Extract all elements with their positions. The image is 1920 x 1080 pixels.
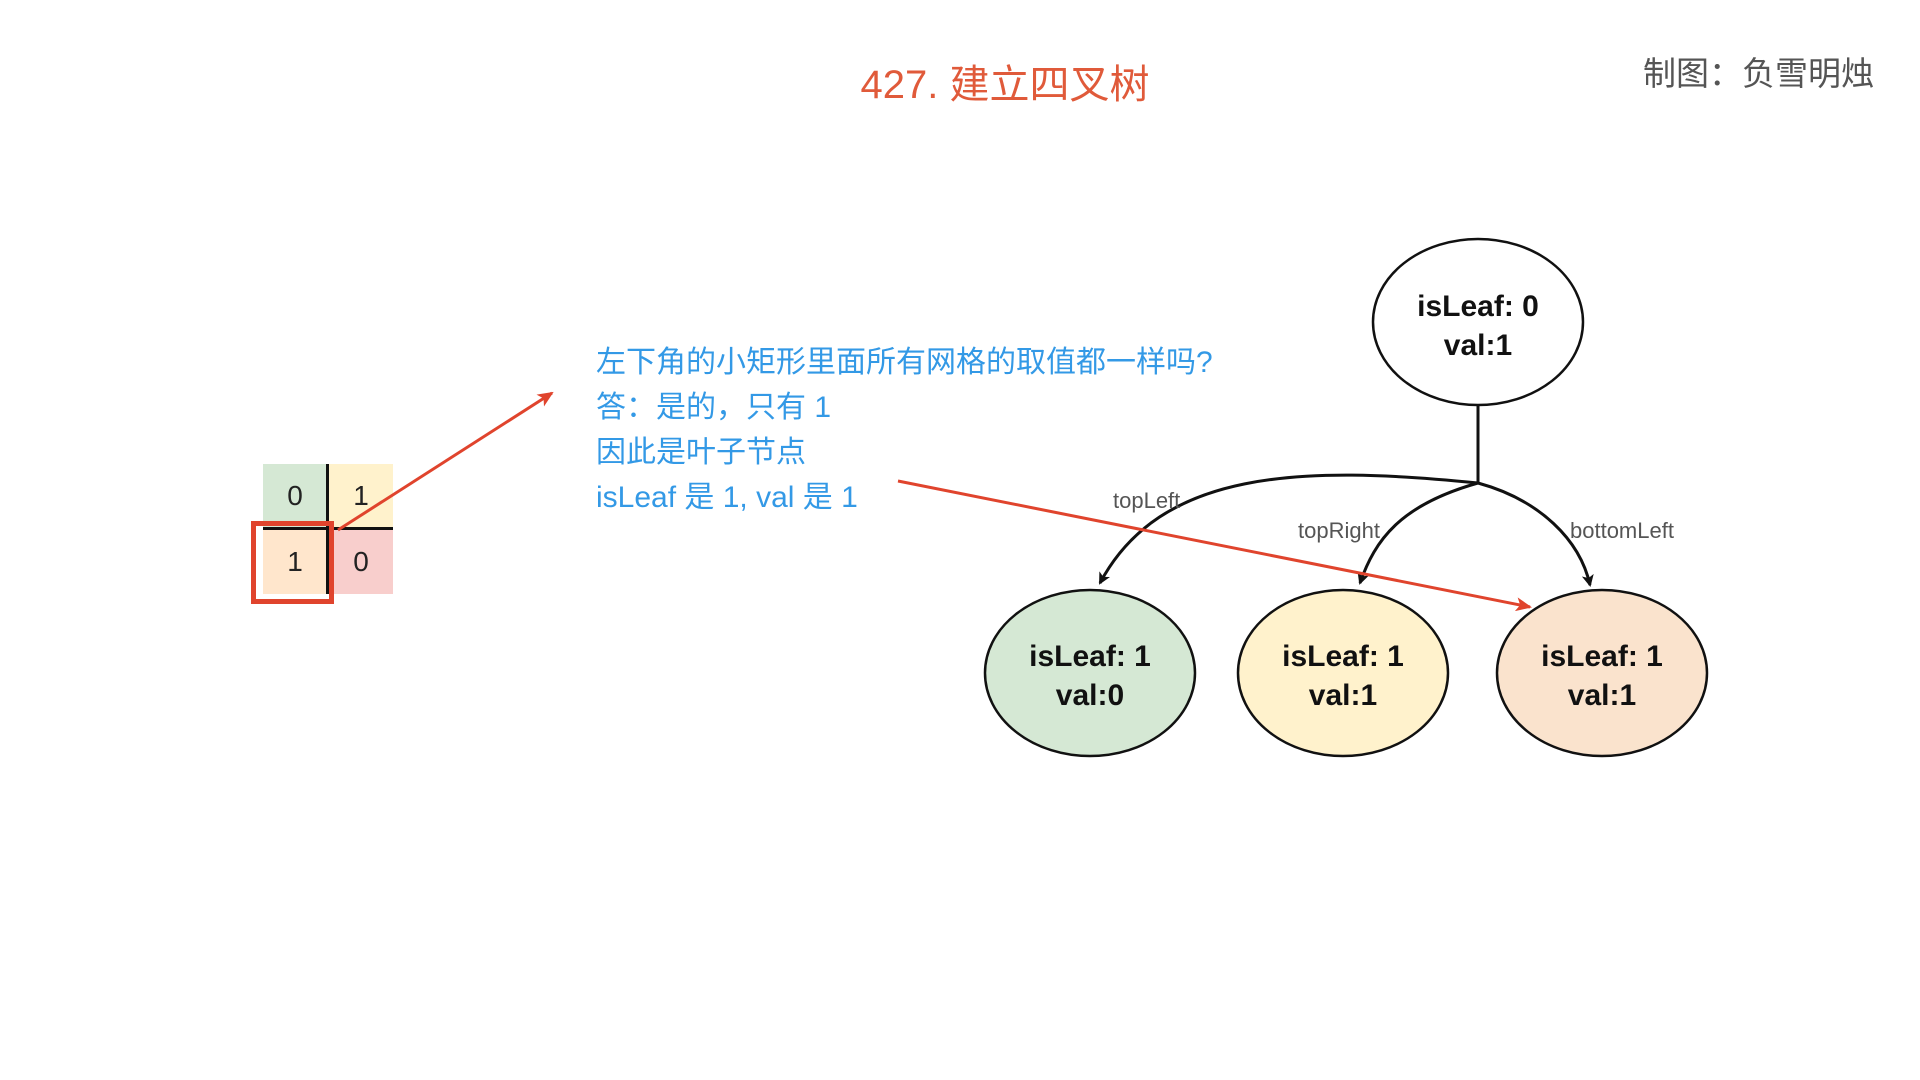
grid-cell-bottom-right: 0 <box>329 530 393 594</box>
edge-label-top-right: topRight <box>1298 518 1380 543</box>
edge-label-bottom-left: bottomLeft <box>1570 518 1674 543</box>
root-node-isleaf: isLeaf: 0 <box>1417 290 1539 323</box>
conclusion-line: 因此是叶子节点 <box>596 436 806 469</box>
question-line: 左下角的小矩形里面所有网格的取值都一样吗? <box>596 346 1213 379</box>
bottom-left-highlight-box <box>251 521 334 604</box>
edge-top-left <box>1098 473 1479 585</box>
grid-cell-top-right: 1 <box>329 464 393 528</box>
child-node-top-left-isleaf: isLeaf: 1 <box>1029 640 1151 673</box>
quad-grid: 0 1 1 0 <box>263 464 393 594</box>
child-node-top-right-isleaf: isLeaf: 1 <box>1282 640 1404 673</box>
child-node-bottom-left-val: val:1 <box>1568 679 1636 712</box>
red-arrow-to-question <box>337 391 554 532</box>
edge-top-right <box>1357 481 1479 585</box>
child-node-top-right <box>1236 588 1450 758</box>
child-node-top-right-val: val:1 <box>1309 679 1377 712</box>
page-title: 427. 建立四叉树 <box>860 63 1150 107</box>
child-node-top-left-val: val:0 <box>1056 679 1124 712</box>
result-line: isLeaf 是 1, val 是 1 <box>596 481 858 514</box>
edge-bottom-left <box>1477 481 1594 587</box>
root-node <box>1371 237 1585 407</box>
child-node-top-left <box>983 588 1197 758</box>
child-node-bottom-left-isleaf: isLeaf: 1 <box>1541 640 1663 673</box>
root-node-val: val:1 <box>1444 329 1512 362</box>
red-arrow-to-leaf <box>897 479 1532 612</box>
grid-divider-horizontal <box>263 527 393 530</box>
edge-label-top-left: topLeft <box>1113 488 1180 513</box>
grid-cell-top-left: 0 <box>263 464 327 528</box>
answer-line: 答：是的，只有 1 <box>596 391 832 424</box>
question-annotation: 左下角的小矩形里面所有网格的取值都一样吗? 答：是的，只有 1 因此是叶子节点 … <box>596 340 1213 520</box>
child-node-bottom-left <box>1495 588 1709 758</box>
author-credit: 制图：负雪明烛 <box>1643 55 1874 92</box>
grid-cell-bottom-left: 1 <box>263 530 327 594</box>
